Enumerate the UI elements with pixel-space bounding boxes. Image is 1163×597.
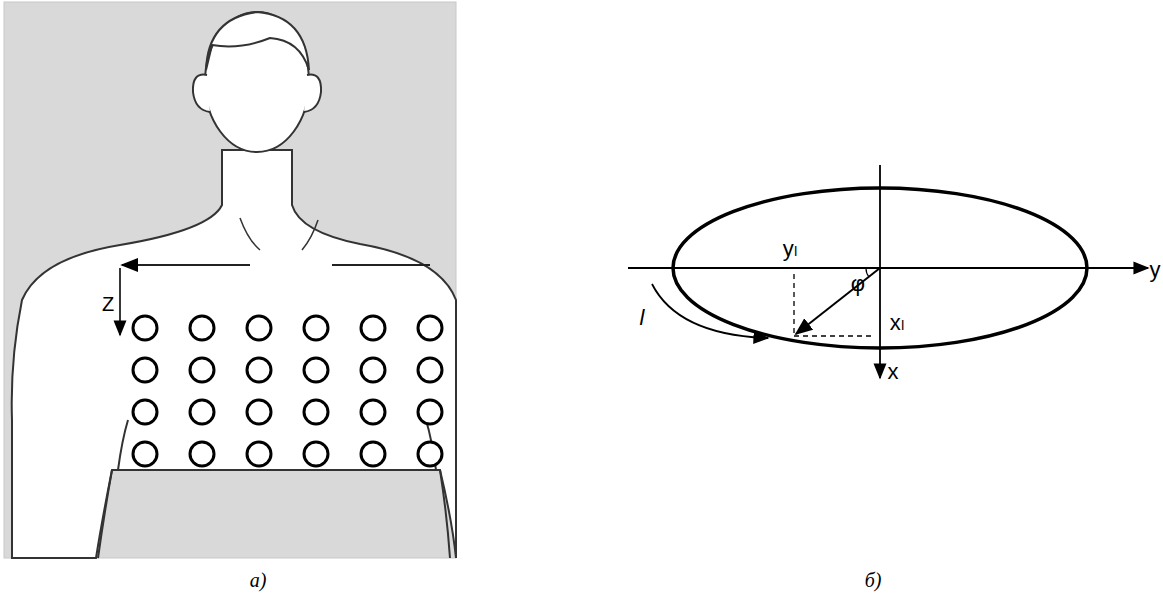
electrode <box>304 316 328 340</box>
electrode <box>247 316 271 340</box>
electrode <box>190 316 214 340</box>
electrode <box>418 358 442 382</box>
neck-line <box>240 218 260 250</box>
y-axis <box>628 267 1148 269</box>
neck-line <box>302 220 318 250</box>
electrode <box>133 316 157 340</box>
projection-line <box>793 274 794 334</box>
arm-line <box>440 470 450 558</box>
electrode <box>418 400 442 424</box>
cross-section-ellipse <box>673 188 1087 348</box>
electrode <box>190 358 214 382</box>
arc-length-label: l <box>640 307 645 329</box>
ear <box>304 75 321 112</box>
angle-arc <box>866 268 869 277</box>
panel-caption: б) <box>865 570 882 590</box>
electrode <box>190 442 214 466</box>
photo-ground <box>4 2 456 558</box>
ear <box>193 75 210 112</box>
x-axis <box>879 165 881 378</box>
electrode <box>247 358 271 382</box>
electrode <box>247 400 271 424</box>
electrode <box>304 442 328 466</box>
electrode <box>361 400 385 424</box>
electrode <box>361 316 385 340</box>
electrode <box>304 400 328 424</box>
radius-arrow <box>796 268 880 334</box>
coordinate-label: yₗ <box>783 238 798 260</box>
z-axis <box>119 268 121 335</box>
electrode <box>361 358 385 382</box>
axis-label: Z <box>102 294 114 314</box>
panel-caption: а) <box>250 570 267 590</box>
reference-line <box>332 264 430 266</box>
angle-label: φ <box>851 273 865 295</box>
axis-label: y <box>1150 259 1161 281</box>
reference-arrow <box>122 264 250 266</box>
electrode <box>190 400 214 424</box>
electrode-grid <box>133 316 442 466</box>
electrode <box>418 316 442 340</box>
projection-line <box>794 335 874 336</box>
coordinate-label: xₗ <box>890 312 905 334</box>
arm-line <box>98 470 112 558</box>
electrode <box>133 400 157 424</box>
arc-length-arrow <box>652 284 768 338</box>
electrode <box>133 358 157 382</box>
electrode <box>418 442 442 466</box>
axis-label: x <box>888 361 899 383</box>
head <box>205 12 309 152</box>
electrode <box>247 442 271 466</box>
armpit-line <box>118 420 128 470</box>
torso-outline <box>12 150 456 558</box>
hair <box>206 12 309 70</box>
electrode <box>133 442 157 466</box>
electrode <box>361 442 385 466</box>
electrode <box>304 358 328 382</box>
